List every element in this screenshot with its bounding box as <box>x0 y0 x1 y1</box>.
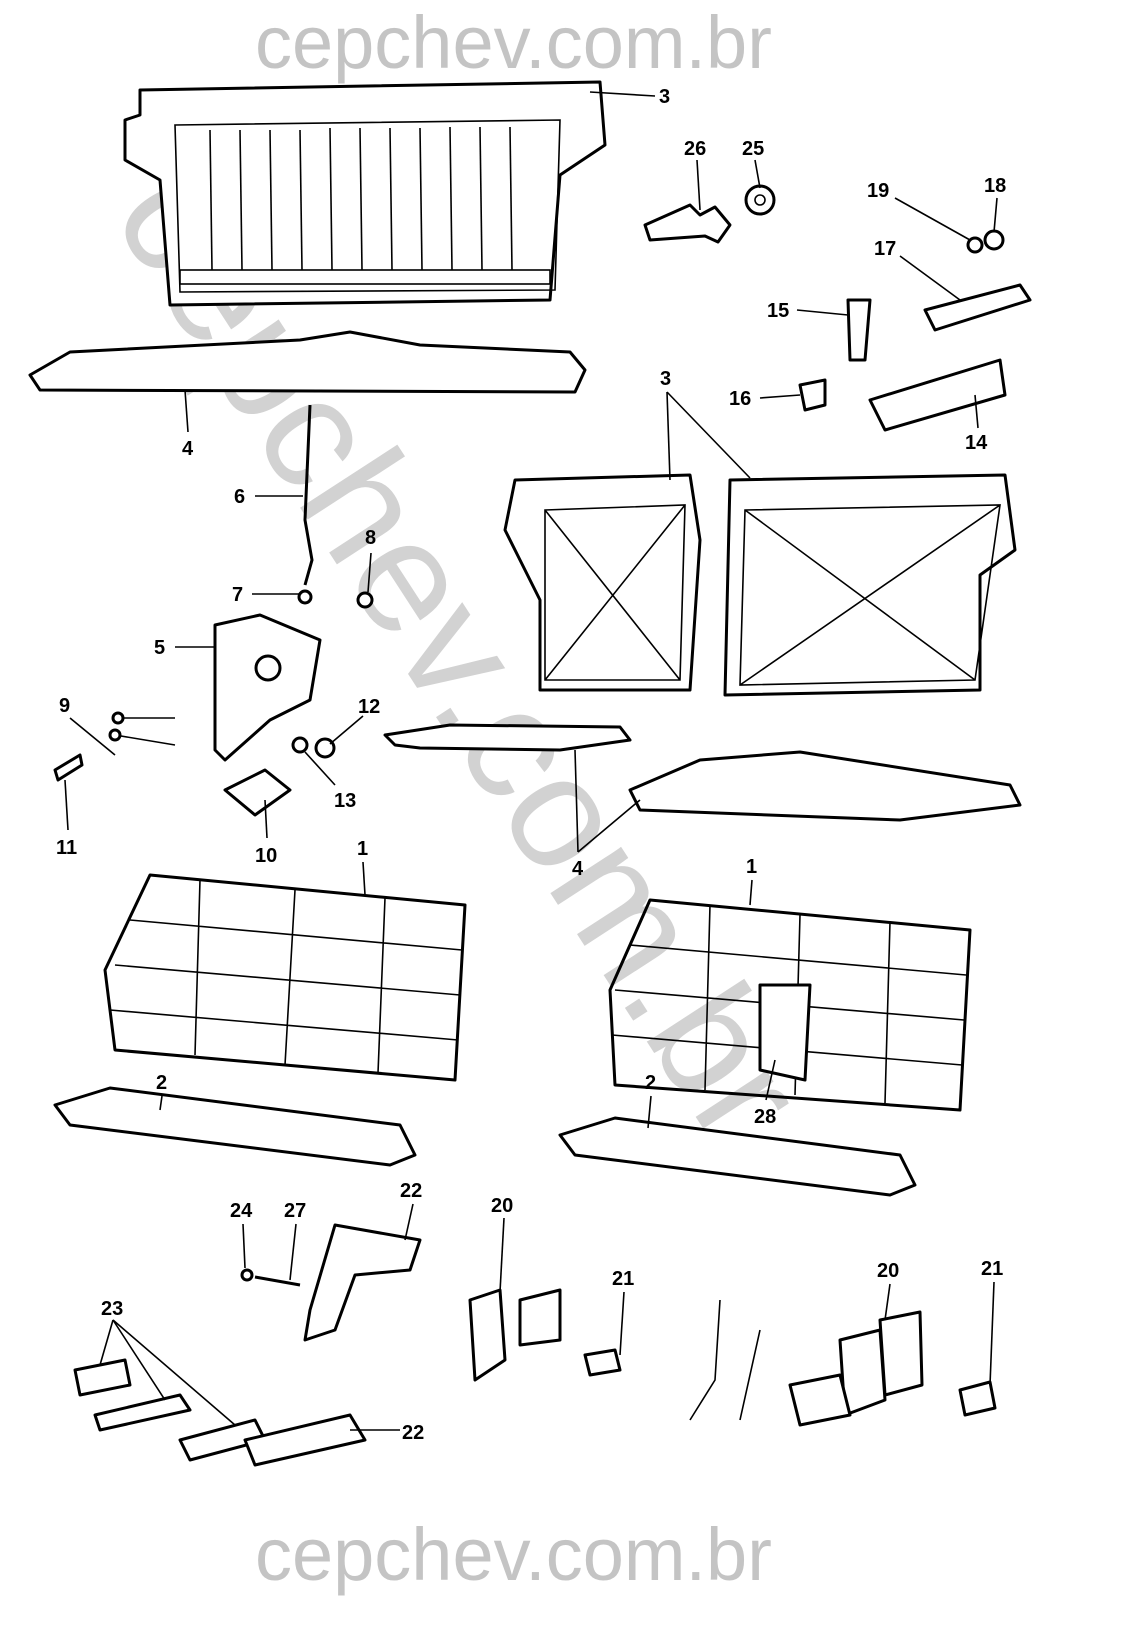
callout-6: 6 <box>234 486 245 508</box>
seat-back-frame-top <box>123 80 607 307</box>
hinge-brackets <box>73 1223 997 1467</box>
callout-4: 4 <box>572 858 584 880</box>
callout-19: 19 <box>867 180 889 202</box>
callout-1: 1 <box>746 856 757 878</box>
callout-24: 24 <box>230 1200 253 1222</box>
latch-mechanism <box>53 589 374 817</box>
callout-11: 11 <box>56 837 77 859</box>
release-rod <box>303 404 314 586</box>
leader-lines <box>64 91 998 1431</box>
callout-12: 12 <box>358 696 380 718</box>
callout-1: 1 <box>357 838 368 860</box>
callout-16: 16 <box>729 388 751 410</box>
callout-23: 23 <box>101 1298 123 1320</box>
callout-3: 3 <box>659 86 670 108</box>
callout-14: 14 <box>965 432 988 454</box>
callout-21: 21 <box>981 1258 1003 1280</box>
callout-3: 3 <box>660 368 671 390</box>
callout-2: 2 <box>156 1072 167 1094</box>
callout-22: 22 <box>402 1422 424 1444</box>
latch-bracket-assembly <box>798 229 1032 432</box>
seat-spring-frame-left <box>103 873 467 1082</box>
callout-2: 2 <box>645 1072 656 1094</box>
seat-pan-right <box>558 1116 917 1197</box>
callout-5: 5 <box>154 637 165 659</box>
callout-21: 21 <box>612 1268 634 1290</box>
seat-cushion-pan-top <box>28 330 587 394</box>
watermark-bottom: cepchev.com.br <box>255 1513 772 1596</box>
callout-28: 28 <box>754 1106 776 1128</box>
callout-15: 15 <box>767 300 789 322</box>
callout-26: 26 <box>684 138 706 160</box>
watermark-top: cepchev.com.br <box>255 1 772 84</box>
seat-cushion-pan-right <box>628 750 1022 822</box>
callout-17: 17 <box>874 238 896 260</box>
callout-numbers: 3 26 25 19 18 17 15 16 14 3 4 6 8 7 5 9 … <box>56 86 1006 1444</box>
callout-7: 7 <box>232 584 243 606</box>
seat-cushion-pan-left <box>383 723 632 752</box>
callout-4: 4 <box>182 438 194 460</box>
callout-20: 20 <box>491 1195 513 1217</box>
callout-8: 8 <box>365 527 376 549</box>
callout-25: 25 <box>742 138 764 160</box>
seat-back-frames-split <box>503 473 1017 697</box>
callout-20: 20 <box>877 1260 899 1282</box>
callout-13: 13 <box>334 790 356 812</box>
callout-18: 18 <box>984 175 1006 197</box>
callout-9: 9 <box>59 695 70 717</box>
callout-27: 27 <box>284 1200 306 1222</box>
seat-pan-left <box>53 1086 417 1167</box>
callout-10: 10 <box>255 845 277 867</box>
seat-spring-frame-right <box>608 898 972 1112</box>
callout-22: 22 <box>400 1180 422 1202</box>
